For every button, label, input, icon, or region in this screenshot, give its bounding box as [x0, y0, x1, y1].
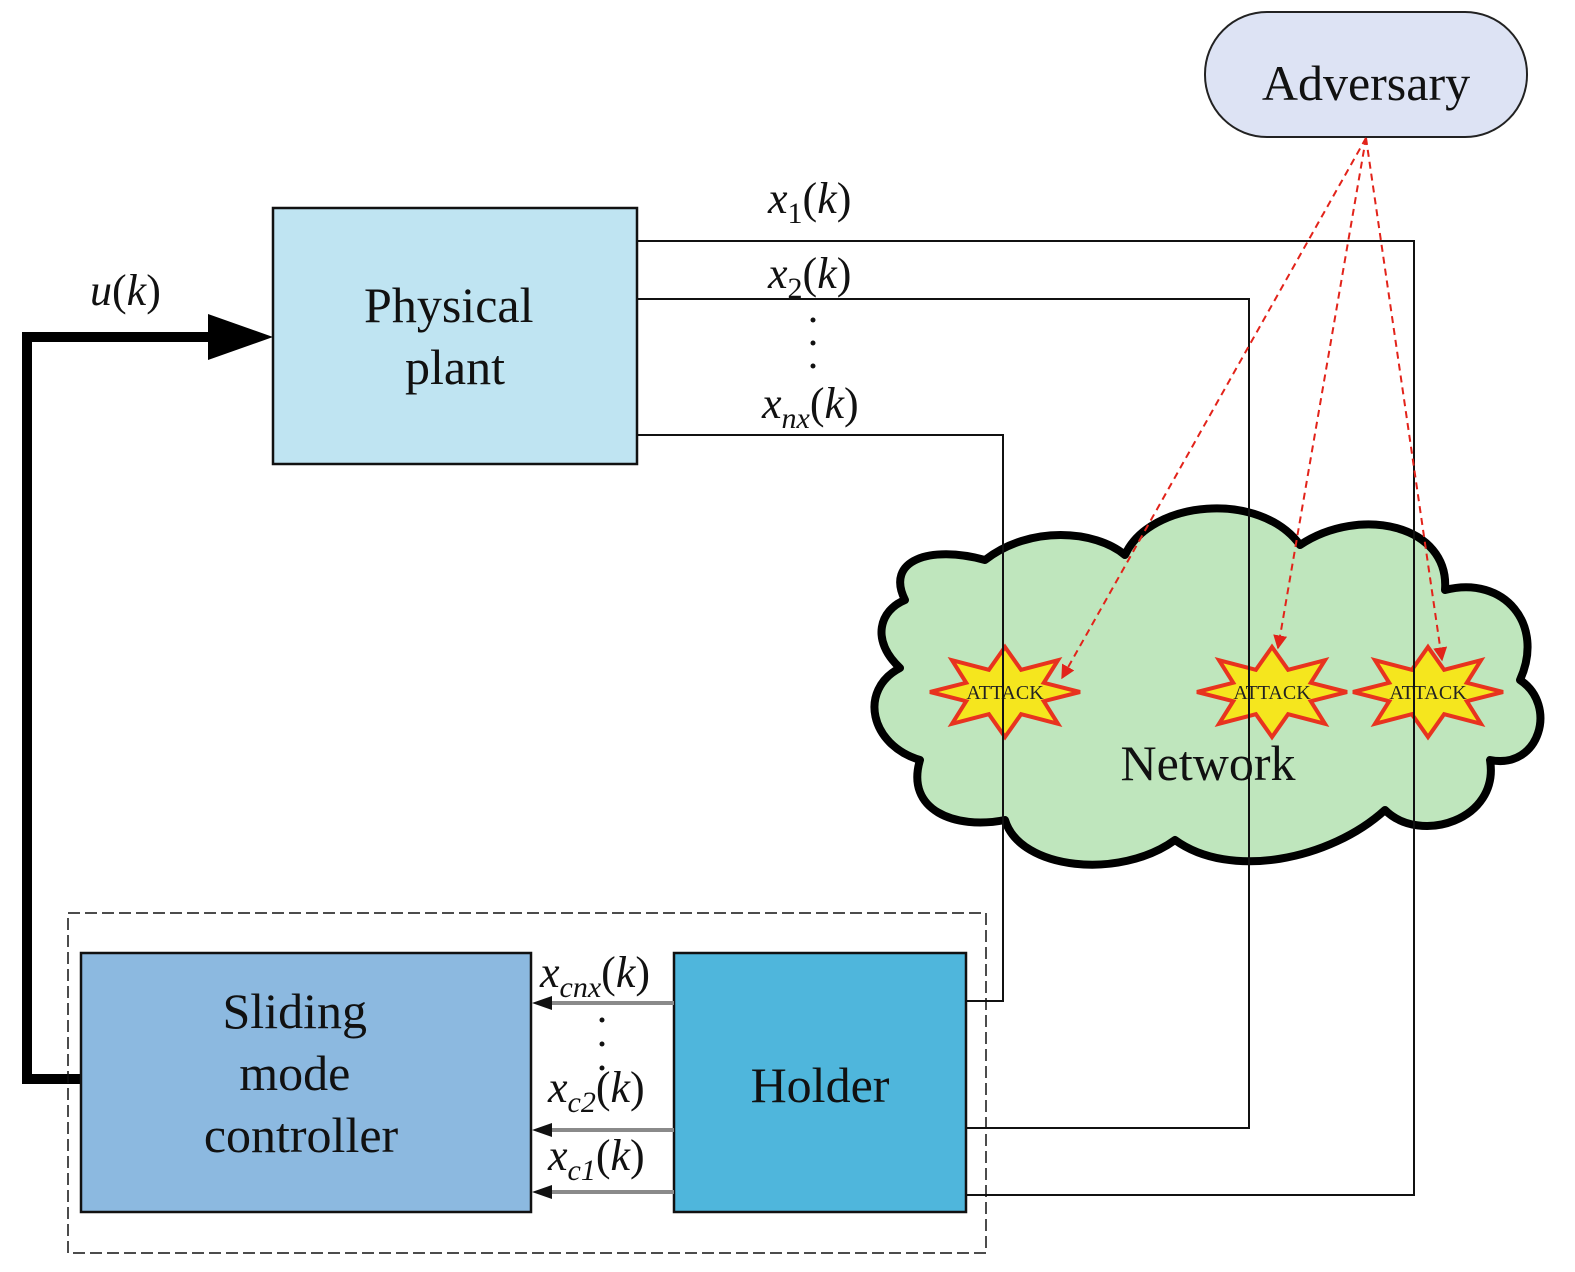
wire-x1 — [637, 240, 1415, 1196]
controller-label: Sliding mode controller — [204, 983, 399, 1163]
physical-plant-block — [271, 206, 639, 466]
wire-xnx — [637, 434, 1004, 1002]
signal-label-u: u(k) — [90, 266, 161, 315]
controller-label-line-1: Sliding — [223, 983, 367, 1039]
controller-label-line-2: mode — [239, 1045, 350, 1101]
signal-label-xcnx: xcnx(k) — [539, 948, 650, 1004]
wire-x2 — [637, 298, 1250, 1129]
network-cloud — [870, 504, 1545, 869]
signal-label-xc2: xc2(k) — [547, 1063, 645, 1119]
signal-label-xc1: xc1(k) — [547, 1131, 645, 1187]
attack-star-3: ATTACK — [1352, 643, 1504, 741]
svg-text:ATTACK: ATTACK — [1389, 682, 1467, 704]
signal-label-x1: x1(k) — [767, 174, 851, 230]
controller-enclosure — [67, 912, 987, 1254]
control-input-arrowhead — [208, 314, 273, 360]
sliding-mode-controller-block — [79, 951, 533, 1214]
arrow-xcnx — [532, 996, 674, 1010]
adversary-node — [1204, 11, 1528, 138]
attack-arrow-2 — [1273, 137, 1367, 650]
ellipsis-plant-signals — [810, 317, 816, 369]
signal-label-xnx: xnx(k) — [761, 379, 859, 435]
plant-label-line-1: Physical — [364, 277, 533, 333]
arrow-xc1 — [532, 1185, 674, 1199]
holder-block — [672, 951, 968, 1214]
adversary-label: Adversary — [1262, 55, 1470, 111]
arrow-xc2 — [532, 1123, 674, 1137]
svg-text:ATTACK: ATTACK — [1233, 682, 1311, 704]
ellipsis-holder-signals — [599, 1017, 605, 1071]
control-input-line — [22, 332, 215, 1084]
network-label: Network — [1121, 735, 1296, 791]
signal-label-x2: x2(k) — [767, 249, 851, 305]
attack-arrow-1 — [1061, 137, 1367, 680]
svg-text:ATTACK: ATTACK — [966, 682, 1044, 704]
controller-label-line-3: controller — [204, 1107, 399, 1163]
attack-star-2: ATTACK — [1196, 643, 1348, 741]
attack-star-1: ATTACK — [929, 643, 1081, 741]
holder-label: Holder — [751, 1057, 890, 1113]
plant-label-line-2: plant — [405, 339, 505, 395]
attack-arrow-3 — [1365, 137, 1448, 662]
physical-plant-label: Physical plant — [364, 277, 546, 395]
